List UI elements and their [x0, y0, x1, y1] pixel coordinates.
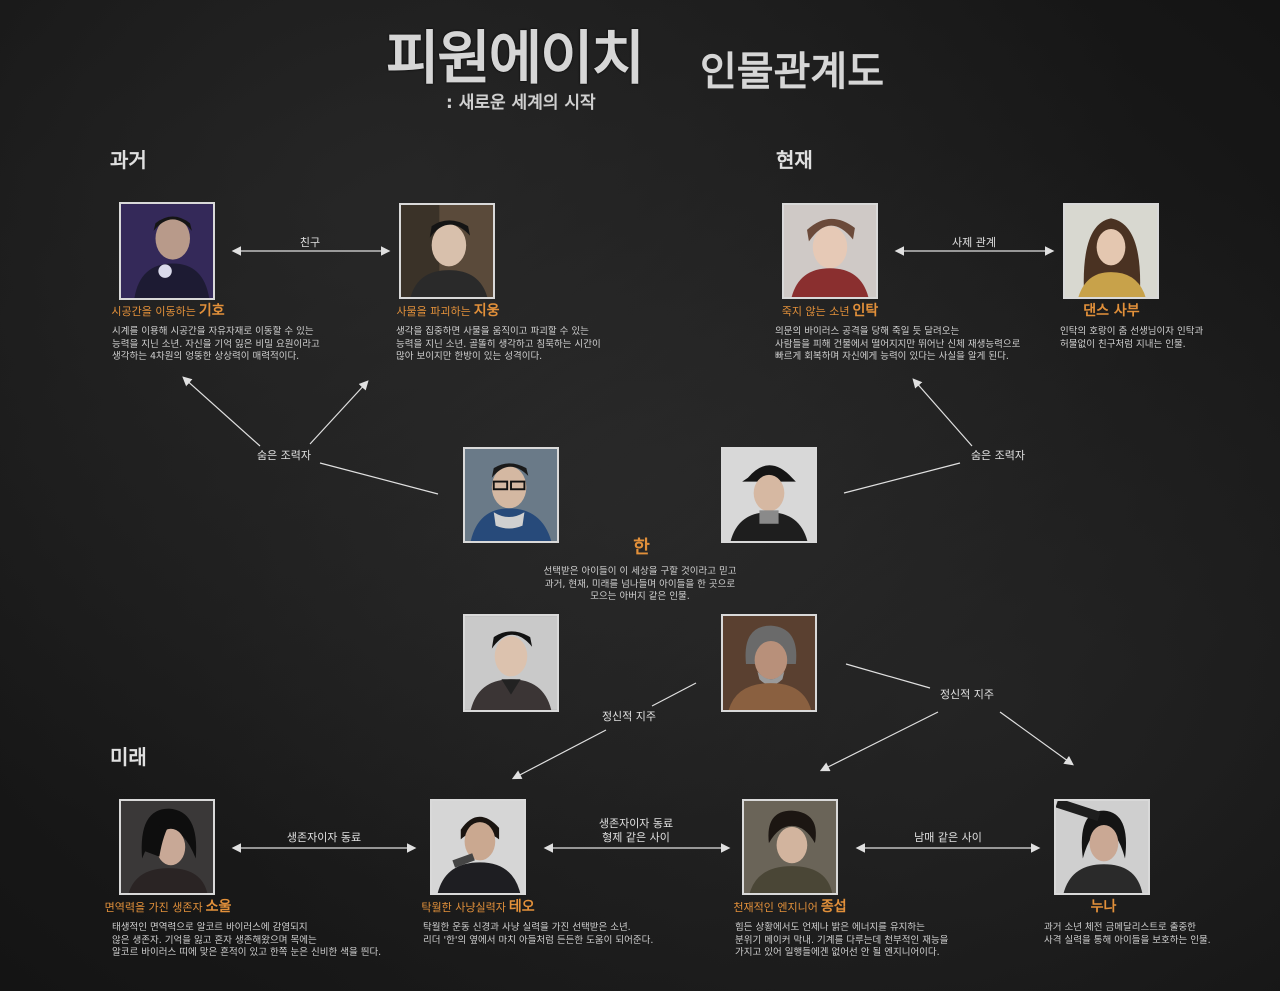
char-name-han: 한 [633, 537, 650, 558]
portrait-icon [401, 205, 493, 297]
relation-survivor: 생존자이자 동료 [286, 831, 362, 844]
name-han: 한 [560, 537, 720, 558]
char-name-jongseob: 종섭 [820, 899, 847, 915]
relation-spirit-left: 정신적 지주 [601, 710, 657, 723]
relation-hidden-right: 숨은 조력자 [970, 449, 1026, 462]
portrait-icon [744, 801, 836, 893]
portrait-icon [784, 205, 876, 297]
section-future: 미래 [110, 745, 147, 769]
relation-master: 사제 관계 [952, 236, 996, 249]
section-present: 현재 [776, 148, 813, 172]
photo-nuna [1054, 799, 1150, 895]
desc-jongseob: 힘든 상황에서도 언제나 밝은 에너지를 유지하는 분위기 메이커 막내. 기계… [735, 922, 949, 958]
relation-siblings: 남매 같은 사이 [914, 831, 982, 844]
relation-friend: 친구 [299, 236, 321, 249]
char-name-soeul: 소울 [205, 899, 232, 915]
portrait-icon [465, 449, 557, 541]
role-intak: 죽지 않는 소년 [781, 305, 850, 318]
role-theo: 탁월한 사냥실력자 [421, 901, 506, 914]
portrait-icon [121, 204, 213, 298]
line-spirit-right-jongseob [819, 711, 939, 772]
desc-soeul: 태생적인 면역력으로 알코르 바이러스에 감염되지 않은 생존자. 기억을 잃고… [112, 922, 382, 958]
name-nuna: 누나 [1022, 899, 1182, 916]
photo-theo [430, 799, 526, 895]
char-name-nuna: 누나 [1090, 899, 1117, 915]
portrait-icon [121, 801, 213, 893]
portrait-icon [465, 616, 557, 710]
page-title-sub: 인물관계도 [700, 49, 884, 95]
line-hidden-right-intak [912, 378, 973, 447]
photo-dance [1063, 203, 1159, 299]
role-jiung: 사물을 파괴하는 [396, 305, 471, 318]
photo-intak [782, 203, 878, 299]
portrait-icon [723, 616, 815, 710]
role-jongseob: 천재적인 엔지니어 [733, 901, 818, 914]
photo-han [463, 614, 559, 712]
photo-jiung [399, 203, 495, 299]
page-title: 피원에이치 [386, 24, 645, 92]
line-hidden-left-jiung [309, 380, 369, 445]
line-spirit-right-nuna [999, 711, 1074, 766]
relation-theo-jongseob-2: 형제 같은 사이 [602, 831, 670, 844]
role-giho: 시공간을 이동하는 [111, 305, 196, 318]
photo-jongseob [742, 799, 838, 895]
role-soeul: 면역력을 가진 생존자 [104, 901, 203, 914]
photo-giho [119, 202, 215, 300]
portrait-icon [1065, 205, 1157, 297]
desc-dance: 인탁의 호랑이 춤 선생님이자 인탁과 허물없이 친구처럼 지내는 인물. [1060, 326, 1204, 350]
desc-theo: 탁월한 운동 신경과 사냥 실력을 가진 선택받은 소년. 리더 '한'의 옆에… [423, 922, 654, 946]
name-dance: 댄스 사부 [1030, 303, 1190, 320]
line-hidden-left-giho [182, 376, 261, 447]
desc-nuna: 과거 소년 체전 금메달리스트로 출중한 사격 실력을 통해 아이들을 보호하는… [1044, 922, 1211, 946]
relation-hidden-left: 숨은 조력자 [256, 449, 312, 462]
section-past: 과거 [110, 148, 147, 172]
relation-spirit-right: 정신적 지주 [939, 688, 995, 701]
desc-jiung: 생각을 집중하면 사물을 움직이고 파괴할 수 있는 능력을 지닌 소년. 골똘… [396, 326, 601, 362]
char-name-jiung: 지웅 [473, 303, 500, 319]
line-spirit-right-tail [845, 663, 931, 689]
portrait-icon [432, 801, 524, 893]
desc-giho: 시계를 이용해 시공간을 자유자재로 이동할 수 있는 능력을 지닌 소년. 자… [112, 326, 320, 362]
page-subtitle: : 새로운 세계의 시작 [446, 93, 596, 113]
char-name-theo: 테오 [508, 899, 535, 915]
photo-helper-right [721, 447, 817, 543]
photo-soeul [119, 799, 215, 895]
char-name-intak: 인탁 [852, 303, 879, 319]
portrait-icon [1056, 801, 1148, 893]
line-hidden-right-tail [843, 462, 961, 494]
photo-elder [721, 614, 817, 712]
line-spirit-left-tail [651, 682, 697, 707]
photo-helper-left [463, 447, 559, 543]
desc-intak: 의문의 바이러스 공격을 당해 죽일 듯 달려오는 사람들을 피해 건물에서 떨… [775, 326, 1021, 362]
char-name-giho: 기호 [198, 303, 225, 319]
relation-theo-jongseob-1: 생존자이자 동료 [598, 817, 674, 830]
line-spirit-left-theo [511, 729, 607, 780]
desc-han: 선택받은 아이들이 이 세상을 구할 것이라고 믿고 과거, 현재, 미래를 넘… [543, 566, 737, 602]
portrait-icon [723, 449, 815, 541]
line-hidden-left-tail [319, 462, 439, 495]
char-name-dance: 댄스 사부 [1083, 303, 1140, 319]
